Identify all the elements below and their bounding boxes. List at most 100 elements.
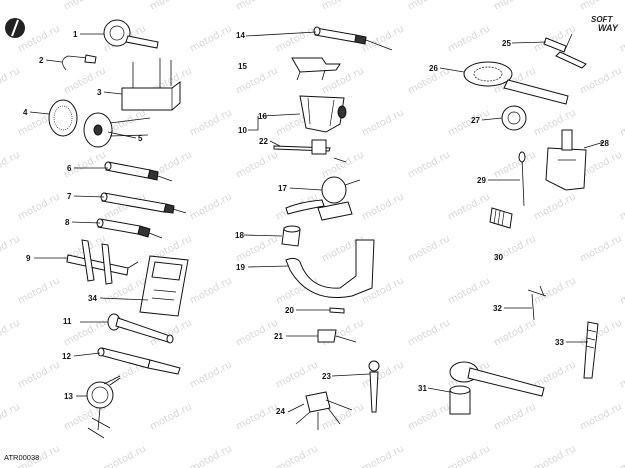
tool-3-bracket-icon	[121, 58, 181, 111]
watermark-text: motod.ru	[360, 443, 406, 468]
tool-2-hook-icon	[62, 54, 97, 71]
watermark-text: motod.ru	[446, 191, 492, 222]
tool-33-handle-icon	[583, 321, 599, 379]
watermark-text: motod.ru	[148, 0, 194, 13]
callout-9: 9	[26, 254, 31, 263]
watermark-text: motod.ru	[0, 317, 22, 348]
tool-15-fork-bracket-icon	[291, 57, 341, 81]
callout-32: 32	[493, 304, 502, 313]
watermark-text: motod.ru	[320, 149, 366, 180]
watermark-text: motod.ru	[618, 443, 625, 468]
callout-12: 12	[62, 352, 71, 361]
tool-6-drift-icon	[104, 161, 173, 182]
watermark-text: motod.ru	[532, 275, 578, 306]
callout-24: 24	[276, 407, 285, 416]
watermark-text: motod.ru	[360, 23, 406, 54]
callout-3: 3	[97, 88, 102, 97]
watermark-text: motod.ru	[0, 65, 22, 96]
watermark-text: motod.ru	[16, 191, 62, 222]
callout-21: 21	[274, 332, 283, 341]
watermark-text: motod.ru	[406, 401, 452, 432]
watermark-text: motod.ru	[492, 0, 538, 13]
watermark-text: motod.ru	[578, 0, 624, 13]
callout-2: 2	[39, 56, 44, 65]
watermark-text: motod.ru	[492, 401, 538, 432]
tool-7-drift-icon	[100, 192, 187, 214]
tool-1-ring-wrench-icon	[103, 19, 159, 49]
watermark-text: motod.ru	[532, 23, 578, 54]
watermark-text: motod.ru	[102, 443, 148, 468]
tool-14-rod-icon	[313, 26, 393, 51]
softway-logo: SOFT WAY	[591, 15, 619, 33]
watermark-text: motod.ru	[406, 149, 452, 180]
watermark-text: motod.ru	[234, 149, 280, 180]
callout-11: 11	[63, 317, 72, 326]
watermark-text: motod.ru	[0, 149, 22, 180]
watermark-text: motod.ru	[446, 443, 492, 468]
tool-5-puller-icon	[83, 112, 151, 148]
callout-22: 22	[259, 137, 268, 146]
callout-8: 8	[65, 218, 70, 227]
watermark-text: motod.ru	[188, 443, 234, 468]
callout-labels: 1 2 3 4 5 6 7 8 9 11 12 13 14 15 16 10 2…	[23, 30, 609, 416]
watermark-text: motod.ru	[0, 0, 22, 13]
callout-27: 27	[471, 116, 480, 125]
watermark-text: motod.ru	[406, 233, 452, 264]
watermark-text: motod.ru	[188, 359, 234, 390]
callout-10: 10	[238, 126, 247, 135]
watermark-text: motod.ru	[360, 191, 406, 222]
watermark-text: motod.ru	[618, 23, 625, 54]
watermark-text: motod.ru	[16, 359, 62, 390]
watermark-text: motod.ru	[492, 317, 538, 348]
watermark-text: motod.ru	[274, 23, 320, 54]
tool-12-long-wrench-icon	[97, 347, 181, 375]
callout-23: 23	[322, 372, 331, 381]
callout-19: 19	[236, 263, 245, 272]
watermark-text: motod.ru	[16, 275, 62, 306]
watermark-text: motod.ru	[532, 359, 578, 390]
watermark-text: motod.ru	[532, 191, 578, 222]
callout-26: 26	[429, 64, 438, 73]
tool-30-threaded-bush-icon	[489, 207, 513, 229]
callout-31: 31	[418, 384, 427, 393]
watermark-text: motod.ru	[0, 233, 22, 264]
tool-18-sleeve-icon	[281, 225, 301, 247]
callout-17: 17	[278, 184, 287, 193]
tool-21-adapter-icon	[317, 329, 357, 343]
watermark-text: motod.ru	[274, 359, 320, 390]
tool-34-meter-icon	[139, 255, 189, 317]
watermark-text: motod.ru	[532, 443, 578, 468]
tool-4-disc-icon	[48, 99, 78, 137]
watermark-text: motod.ru	[360, 107, 406, 138]
watermark-text: motod.ru	[188, 23, 234, 54]
callout-30: 30	[494, 253, 503, 262]
watermark-text: motod.ru	[406, 317, 452, 348]
watermark-text: motod.ru	[406, 0, 452, 13]
watermark-text: motod.ru	[188, 275, 234, 306]
watermark-text: motod.ru	[0, 401, 22, 432]
watermark-text: motod.ru	[618, 107, 625, 138]
watermark-text: motod.ru	[446, 107, 492, 138]
watermark-text: motod.ru	[234, 0, 280, 13]
callout-4: 4	[23, 108, 28, 117]
callout-33: 33	[555, 338, 564, 347]
tool-28-extractor-icon	[545, 129, 587, 191]
watermark-text: motod.ru	[492, 149, 538, 180]
callout-14: 14	[236, 31, 245, 40]
callout-15: 15	[238, 62, 247, 71]
leader-lines	[29, 31, 605, 413]
logo-line2: WAY	[598, 23, 619, 33]
tool-23-probe-icon	[368, 360, 380, 413]
tool-16-clamp-housing-icon	[299, 95, 347, 133]
callout-6: 6	[67, 164, 72, 173]
tool-26-flange-holder-icon	[463, 61, 569, 105]
watermark-text: motod.ru	[360, 359, 406, 390]
tool-24-caliper-icon	[295, 391, 353, 430]
callout-18: 18	[235, 231, 244, 240]
tool-27-ring-icon	[501, 105, 527, 131]
callout-13: 13	[64, 392, 73, 401]
tool-31-socket-wrench-icon	[449, 361, 545, 415]
watermark-text: motod.ru	[446, 275, 492, 306]
watermark-text: motod.ru	[618, 275, 625, 306]
